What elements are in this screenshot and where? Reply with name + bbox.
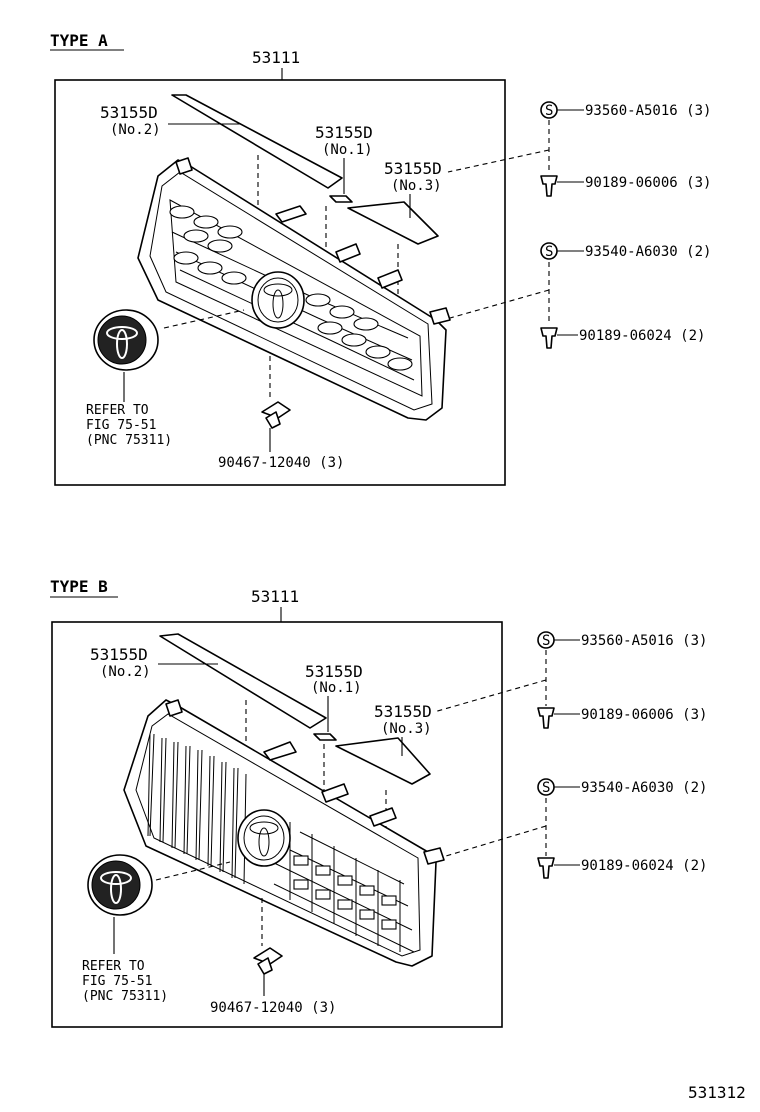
type-b-molding-no2-note: (No.2) <box>100 664 151 680</box>
type-a-molding-no3-part[interactable]: 53155D <box>384 159 442 178</box>
type-a-clip-1-icon <box>540 175 558 197</box>
type-a-hw-3-part[interactable]: 93540-A6030 (2) <box>585 244 711 260</box>
type-b-grille <box>123 699 445 967</box>
type-b-molding-no3-part[interactable]: 53155D <box>374 702 432 721</box>
type-b-molding-no2 <box>159 633 327 729</box>
type-b-hw-4-part[interactable]: 90189-06024 (2) <box>581 858 707 874</box>
type-a-emblem-ref-line1: REFER TO <box>86 403 149 418</box>
type-a-molding-no1 <box>329 195 353 203</box>
type-a-frame <box>54 79 506 486</box>
type-a-emblem-dash <box>163 309 245 329</box>
section-type-b: TYPE B 53111 53155D (No.2) 53155D (No.1)… <box>50 577 707 1028</box>
type-a-molding-no1-part[interactable]: 53155D <box>315 123 373 142</box>
type-b-frame <box>51 621 503 1028</box>
type-b-emblem-ref-line2[interactable]: FIG 75-51 <box>82 974 152 989</box>
type-b-bottom-clip[interactable] <box>253 947 283 975</box>
type-b-molding-no1 <box>313 733 337 741</box>
type-b-emblem-ref-line1: REFER TO <box>82 959 145 974</box>
type-a-grille <box>137 157 451 421</box>
type-a-hw-3-symbol: S <box>545 244 553 260</box>
type-b-hw-1-part[interactable]: 93560-A5016 (3) <box>581 633 707 649</box>
type-a-emblem-ref-line3: (PNC 75311) <box>86 433 172 448</box>
section-type-a: TYPE A 53111 53155D (No.2) 53155D (No.1)… <box>50 31 711 486</box>
type-b-emblem[interactable] <box>87 854 153 916</box>
type-b-molding-no1-part[interactable]: 53155D <box>305 662 363 681</box>
type-a-hw-1-symbol: S <box>545 103 553 119</box>
type-a-hw-2-part[interactable]: 90189-06006 (3) <box>585 175 711 191</box>
type-a-molding-no3-note: (No.3) <box>391 178 442 194</box>
type-a-main-part[interactable]: 53111 <box>252 48 300 67</box>
type-a-hw-4-part[interactable]: 90189-06024 (2) <box>579 328 705 344</box>
type-a-molding-no1-note: (No.1) <box>322 142 373 158</box>
type-a-hardware: S 93560-A5016 (3) 90189-06006 (3) S 9354… <box>447 101 711 349</box>
type-a-label: TYPE A <box>50 31 108 50</box>
type-a-emblem[interactable] <box>93 309 159 371</box>
type-b-molding-no3-note: (No.3) <box>381 721 432 737</box>
type-a-bottom-clip[interactable] <box>261 401 291 429</box>
type-a-emblem-ref-line2[interactable]: FIG 75-51 <box>86 418 156 433</box>
type-b-molding-no2-part[interactable]: 53155D <box>90 645 148 664</box>
type-b-molding-no1-note: (No.1) <box>311 680 362 696</box>
type-b-hw-3-symbol: S <box>542 780 550 796</box>
type-a-molding-no2 <box>171 94 343 189</box>
type-b-emblem-ref-line3: (PNC 75311) <box>82 989 168 1004</box>
type-b-molding-no3 <box>335 737 431 785</box>
diagram-id: 531312 <box>688 1083 746 1102</box>
type-a-clip-part[interactable]: 90467-12040 (3) <box>218 455 344 471</box>
type-a-hw-1-part[interactable]: 93560-A5016 (3) <box>585 103 711 119</box>
type-a-molding-no2-part[interactable]: 53155D <box>100 103 158 122</box>
type-a-molding-no2-note: (No.2) <box>110 122 161 138</box>
type-b-hw-2-part[interactable]: 90189-06006 (3) <box>581 707 707 723</box>
type-a-clip-2-icon <box>540 327 558 349</box>
type-a-molding-no3 <box>347 201 439 245</box>
type-b-label: TYPE B <box>50 577 108 596</box>
type-b-clip-2-icon <box>537 857 555 879</box>
type-b-hw-1-symbol: S <box>542 633 550 649</box>
type-b-hardware: S 93560-A5016 (3) 90189-06006 (3) S 9354… <box>433 631 707 879</box>
type-b-hw-3-part[interactable]: 93540-A6030 (2) <box>581 780 707 796</box>
type-b-clip-1-icon <box>537 707 555 729</box>
type-b-clip-part[interactable]: 90467-12040 (3) <box>210 1000 336 1016</box>
type-b-main-part[interactable]: 53111 <box>251 587 299 606</box>
type-b-emblem-dash <box>155 861 231 881</box>
